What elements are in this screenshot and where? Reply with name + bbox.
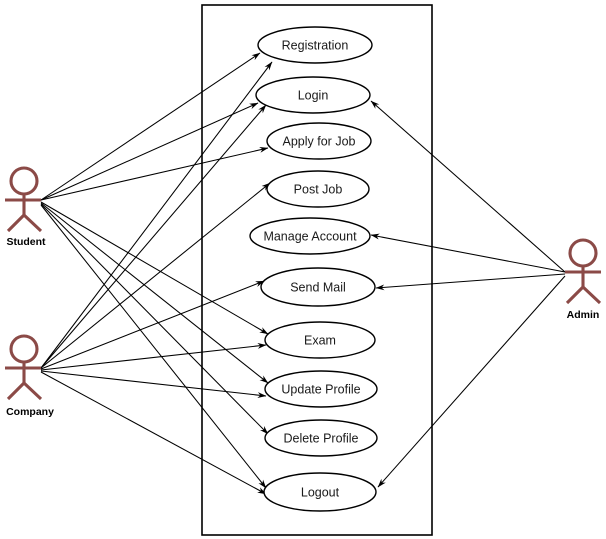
use-case-ellipse-registration bbox=[257, 26, 373, 64]
use-case-exam[interactable]: Exam bbox=[264, 321, 376, 359]
actor-leg-right-student bbox=[22, 213, 43, 233]
use-case-registration[interactable]: Registration bbox=[257, 26, 373, 64]
actor-head-icon-company bbox=[9, 334, 39, 364]
use-case-label-manage-account: Manage Account bbox=[263, 229, 357, 243]
use-case-label-logout: Logout bbox=[301, 485, 340, 499]
association-student-to-registration[interactable] bbox=[40, 52, 261, 201]
actor-company[interactable]: Company bbox=[5, 334, 54, 418]
actor-leg-left-company bbox=[6, 381, 26, 401]
association-student-to-update-profile[interactable] bbox=[40, 202, 269, 384]
actor-leg-left-student bbox=[6, 213, 26, 233]
actor-head-icon-student bbox=[9, 166, 39, 196]
use-case-ellipse-delete-profile bbox=[264, 419, 378, 457]
use-case-label-registration: Registration bbox=[282, 38, 349, 52]
use-case-label-exam: Exam bbox=[304, 333, 336, 347]
association-company-to-exam[interactable] bbox=[40, 343, 267, 371]
use-case-ellipse-apply-for-job bbox=[266, 122, 372, 160]
use-case-ellipse-manage-account bbox=[249, 217, 371, 255]
association-company-to-update-profile[interactable] bbox=[40, 370, 267, 398]
association-lines-layer bbox=[40, 52, 566, 495]
association-student-to-login[interactable] bbox=[40, 102, 259, 201]
association-student-to-exam[interactable] bbox=[40, 201, 269, 335]
use-case-ellipse-post-job bbox=[266, 170, 370, 208]
use-case-label-send-mail: Send Mail bbox=[290, 280, 346, 294]
actor-label-company: Company bbox=[6, 406, 54, 418]
association-admin-to-login[interactable] bbox=[370, 100, 566, 273]
association-student-to-logout[interactable] bbox=[40, 204, 267, 489]
association-student-to-apply-for-job[interactable] bbox=[40, 147, 269, 201]
use-case-delete-profile[interactable]: Delete Profile bbox=[264, 419, 378, 457]
system-boundary bbox=[201, 4, 433, 536]
use-case-ellipse-exam bbox=[264, 321, 376, 359]
use-case-label-update-profile: Update Profile bbox=[281, 382, 360, 396]
association-admin-to-send-mail[interactable] bbox=[375, 273, 566, 291]
association-admin-to-manage-account[interactable] bbox=[370, 233, 566, 273]
association-student-to-delete-profile[interactable] bbox=[40, 203, 269, 435]
use-case-ellipse-logout bbox=[263, 472, 377, 512]
use-case-label-apply-for-job: Apply for Job bbox=[283, 134, 356, 148]
association-company-to-logout[interactable] bbox=[40, 371, 267, 495]
use-case-ellipse-update-profile bbox=[264, 370, 378, 408]
actor-label-student: Student bbox=[6, 236, 46, 248]
actor-head-icon-admin bbox=[568, 238, 598, 268]
association-admin-to-logout[interactable] bbox=[377, 275, 566, 488]
association-company-to-registration[interactable] bbox=[40, 61, 273, 369]
use-case-label-delete-profile: Delete Profile bbox=[283, 431, 358, 445]
actor-admin[interactable]: Admin bbox=[565, 238, 602, 321]
use-case-manage-account[interactable]: Manage Account bbox=[249, 217, 371, 255]
association-company-to-login[interactable] bbox=[40, 104, 267, 369]
actor-leg-left-admin bbox=[565, 285, 585, 305]
use-case-login[interactable]: Login bbox=[255, 76, 371, 114]
actor-leg-right-company bbox=[22, 381, 43, 401]
actor-leg-right-admin bbox=[581, 285, 602, 305]
use-case-send-mail[interactable]: Send Mail bbox=[260, 267, 376, 307]
association-company-to-post-job[interactable] bbox=[40, 182, 271, 369]
use-case-logout[interactable]: Logout bbox=[263, 472, 377, 512]
actor-student[interactable]: Student bbox=[5, 166, 46, 248]
use-case-ellipse-send-mail bbox=[260, 267, 376, 307]
use-case-apply-for-job[interactable]: Apply for Job bbox=[266, 122, 372, 160]
use-case-label-login: Login bbox=[298, 88, 329, 102]
use-case-post-job[interactable]: Post Job bbox=[266, 170, 370, 208]
use-case-label-post-job: Post Job bbox=[294, 182, 343, 196]
use-case-ellipse-login bbox=[255, 76, 371, 114]
association-company-to-send-mail[interactable] bbox=[40, 280, 265, 370]
system-boundary-rect bbox=[201, 4, 433, 536]
use-case-update-profile[interactable]: Update Profile bbox=[264, 370, 378, 408]
actor-label-admin: Admin bbox=[567, 309, 600, 321]
